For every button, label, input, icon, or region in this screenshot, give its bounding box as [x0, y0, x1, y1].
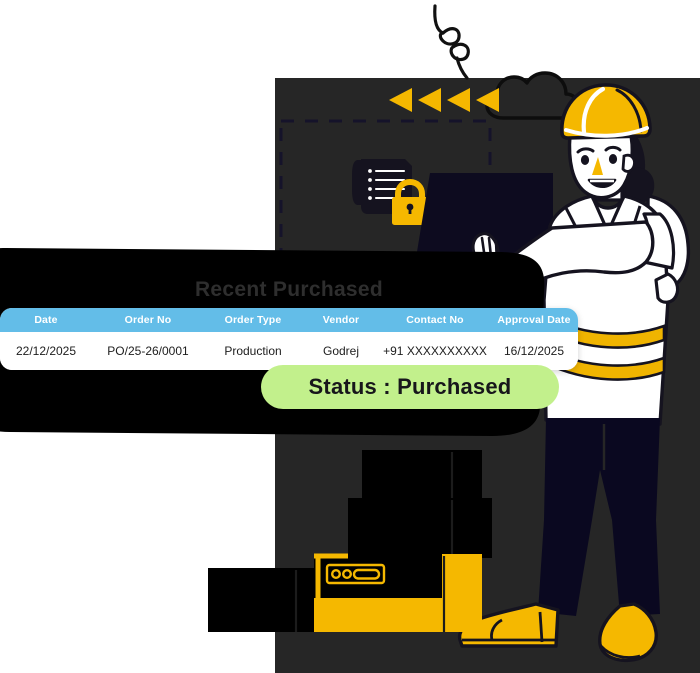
cell-contact-no: +91 XXXXXXXXXX [383, 344, 487, 358]
cell-date: 22/12/2025 [15, 344, 77, 358]
recent-purchased-panel: Recent Purchased Date Order No Order Typ… [0, 255, 700, 435]
worker-boot-right [598, 602, 658, 663]
left-arrow-icons [389, 88, 499, 112]
padlock-icon [392, 178, 428, 225]
stacked-boxes [208, 450, 492, 632]
cell-order-type: Production [224, 344, 282, 358]
left-arrow-icon-3 [447, 88, 470, 112]
page-title: Recent Purchased [194, 278, 384, 301]
cell-vendor: Godrej [322, 344, 360, 358]
box-label-icon [325, 563, 386, 585]
worker-ear [621, 153, 636, 173]
left-arrow-icon-2 [418, 88, 441, 112]
cell-approval-date: 16/12/2025 [503, 344, 565, 358]
left-arrow-icon-1 [389, 88, 412, 112]
table-header-vendor: Vendor [322, 314, 360, 326]
table-header-order-type: Order Type [224, 314, 282, 326]
box-front-right-yellow [444, 554, 482, 632]
worker-eyebrows [576, 145, 622, 154]
box-back-left [208, 568, 304, 632]
worker-boot-left [457, 602, 560, 648]
status-badge: Status : Purchased [261, 365, 559, 409]
worker-hivis-band-2 [545, 347, 666, 381]
dashed-frame [279, 119, 492, 308]
box-middle [348, 498, 452, 558]
table-header-contact-no: Contact No [406, 314, 464, 326]
worker-eyes [580, 154, 618, 165]
hard-hat-icon [560, 83, 652, 140]
table-header-approval-date: Approval Date [497, 314, 571, 326]
box-middle-right [452, 498, 492, 558]
left-arrow-icon-4 [476, 88, 499, 112]
worker-hair-bun [624, 167, 655, 204]
table-header-row: Date Order No Order Type Vendor Contact … [0, 308, 578, 332]
worker-character [457, 83, 691, 663]
table-header-date: Date [34, 314, 58, 326]
squiggle-doodle-icon [433, 4, 470, 80]
worker-nose [592, 157, 603, 175]
cell-order-no: PO/25-26/0001 [107, 344, 189, 358]
worker-back-hand [654, 272, 680, 304]
worker-pants [538, 418, 660, 616]
table-row: 22/12/2025 PO/25-26/0001 Production Godr… [0, 332, 578, 370]
recent-purchased-table: Date Order No Order Type Vendor Contact … [0, 308, 578, 370]
table-header-order-no: Order No [124, 314, 172, 326]
